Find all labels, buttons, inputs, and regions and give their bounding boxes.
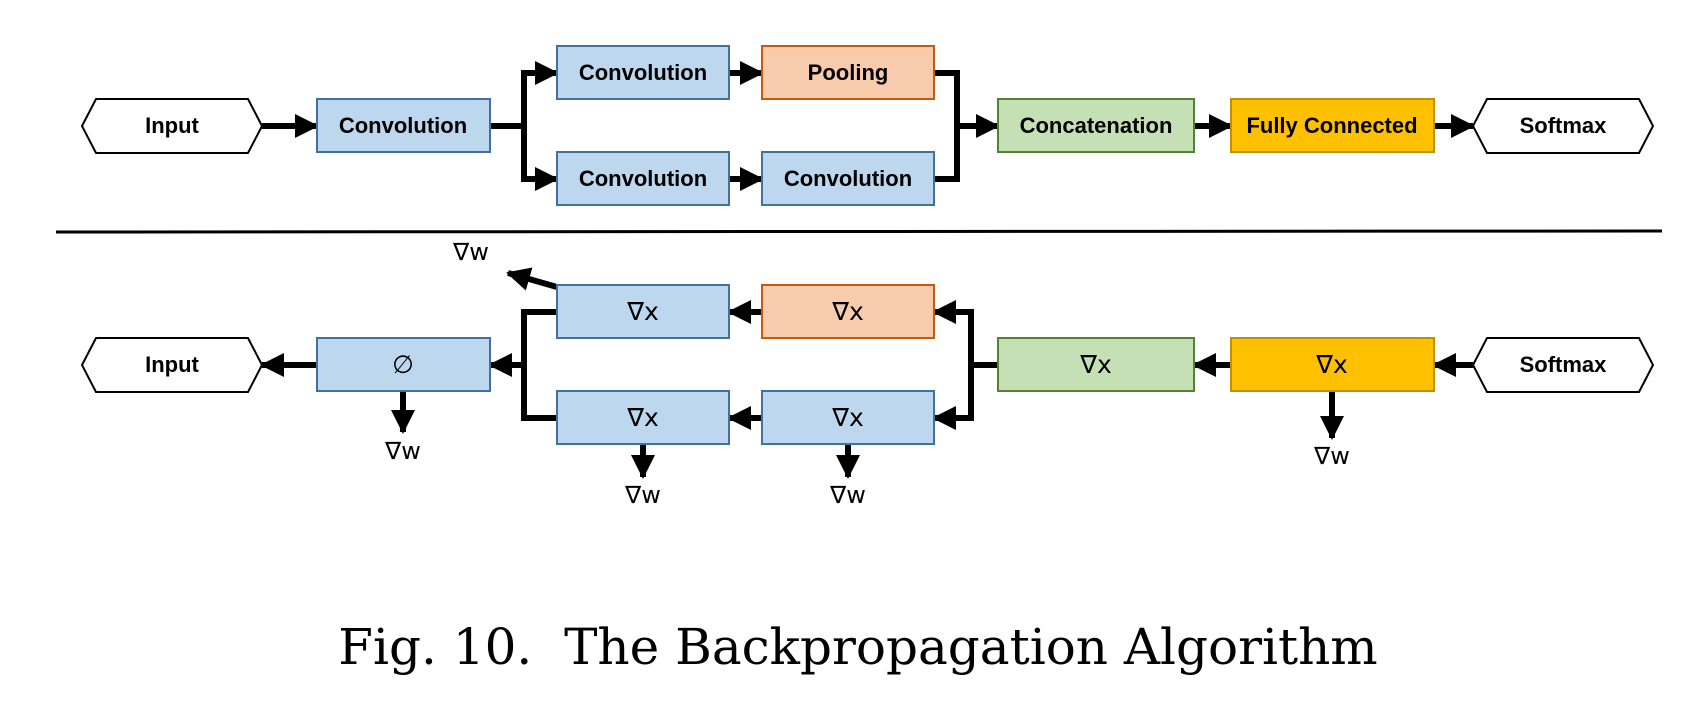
forward-conv-bottom-b-node: Convolution bbox=[761, 151, 935, 206]
forward-concatenation-node: Concatenation bbox=[997, 98, 1195, 153]
backward-concatenation-node: ∇x bbox=[997, 337, 1195, 392]
weight-grad-label-fc: ∇w bbox=[1313, 442, 1350, 470]
backward-conv1-node: ∅ bbox=[316, 337, 491, 392]
backward-pass: Input ∅ ∇x ∇x ∇x ∇x ∇x bbox=[80, 238, 1655, 509]
split-connector-back bbox=[968, 312, 998, 368]
backward-softmax-label: Softmax bbox=[1520, 352, 1608, 377]
backward-pooling-node: ∇x bbox=[761, 284, 935, 339]
weight-grad-label-conv-b: ∇w bbox=[829, 481, 866, 509]
merge-connector-bottom bbox=[934, 126, 960, 182]
forward-concatenation-label: Concatenation bbox=[1020, 113, 1173, 138]
section-divider bbox=[55, 229, 1663, 234]
backward-conv-top-label: ∇x bbox=[626, 297, 659, 326]
backward-conv-bottom-a-node: ∇x bbox=[556, 390, 730, 445]
backward-conv-top-node: ∇x bbox=[556, 284, 730, 339]
forward-input-node: Input bbox=[80, 98, 264, 154]
forward-fully-connected-label: Fully Connected bbox=[1246, 113, 1417, 138]
forward-conv-bottom-a-node: Convolution bbox=[556, 151, 730, 206]
weight-grad-arrow-conv-top bbox=[506, 267, 558, 291]
backward-input-label: Input bbox=[145, 352, 199, 377]
backward-connectors bbox=[260, 267, 1473, 479]
split-connector bbox=[490, 73, 527, 129]
forward-fully-connected-node: Fully Connected bbox=[1230, 98, 1435, 153]
backward-conv-bottom-a-label: ∇x bbox=[626, 403, 659, 432]
forward-softmax-label: Softmax bbox=[1520, 113, 1608, 138]
weight-grad-label-conv-top: ∇w bbox=[452, 238, 489, 266]
backward-softmax-node: Softmax bbox=[1471, 337, 1655, 393]
figure-caption: Fig. 10. The Backpropagation Algorithm bbox=[338, 618, 1377, 676]
forward-pooling-label: Pooling bbox=[808, 60, 889, 85]
weight-grad-label-conv1: ∇w bbox=[384, 437, 421, 465]
backward-conv-bottom-b-node: ∇x bbox=[761, 390, 935, 445]
forward-connectors bbox=[262, 61, 1475, 191]
forward-conv1-node: Convolution bbox=[316, 98, 491, 153]
forward-conv-bottom-b-label: Convolution bbox=[784, 166, 912, 191]
forward-pooling-node: Pooling bbox=[761, 45, 935, 100]
backward-fully-connected-label: ∇x bbox=[1315, 350, 1348, 379]
forward-conv1-label: Convolution bbox=[339, 113, 467, 138]
backward-conv-bottom-b-label: ∇x bbox=[831, 403, 864, 432]
backward-concatenation-label: ∇x bbox=[1079, 350, 1112, 379]
forward-conv-top-label: Convolution bbox=[579, 60, 707, 85]
forward-conv-bottom-a-label: Convolution bbox=[579, 166, 707, 191]
backward-pooling-label: ∇x bbox=[831, 297, 864, 326]
forward-input-label: Input bbox=[145, 113, 199, 138]
backward-conv1-label: ∅ bbox=[392, 350, 414, 379]
merge-connector-back-bottom bbox=[521, 365, 557, 421]
forward-pass: Input Convolution Convolution Pooling Co… bbox=[80, 45, 1655, 206]
weight-grad-label-conv-a: ∇w bbox=[624, 481, 661, 509]
forward-conv-top-node: Convolution bbox=[556, 45, 730, 100]
backward-fully-connected-node: ∇x bbox=[1230, 337, 1435, 392]
forward-softmax-node: Softmax bbox=[1471, 98, 1655, 154]
backward-input-node: Input bbox=[80, 337, 264, 393]
merge-connector-top bbox=[934, 70, 960, 126]
merge-connector-back-top bbox=[521, 309, 557, 365]
